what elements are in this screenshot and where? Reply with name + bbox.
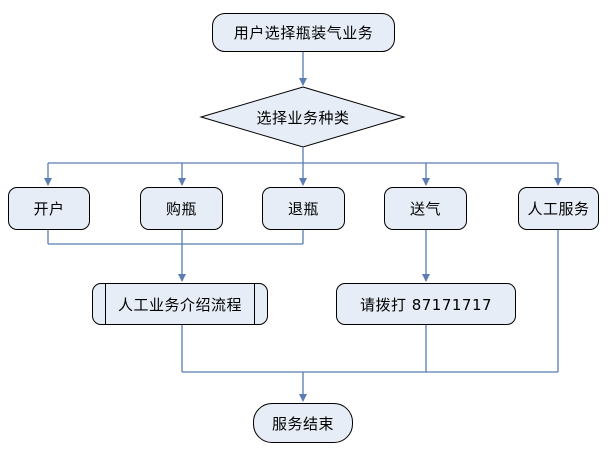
node-return-bottle: 退瓶: [262, 187, 345, 230]
node-call-number: 请拨打 87171717: [336, 283, 516, 325]
node-intro-flow: 人工业务介绍流程: [92, 283, 268, 325]
node-buy-bottle: 购瓶: [140, 187, 223, 230]
node-start-terminal: 用户选择瓶装气业务: [212, 13, 395, 52]
node-intro-flow-label: 人工业务介绍流程: [117, 295, 242, 314]
node-decision-label: 选择业务种类: [256, 108, 350, 127]
predefined-right-bar: [254, 284, 255, 324]
node-deliver-gas: 送气: [384, 187, 467, 230]
node-manual-service: 人工服务: [518, 187, 599, 230]
predefined-left-bar: [105, 284, 106, 324]
node-open-account: 开户: [8, 187, 90, 230]
node-end-terminal: 服务结束: [253, 403, 353, 443]
